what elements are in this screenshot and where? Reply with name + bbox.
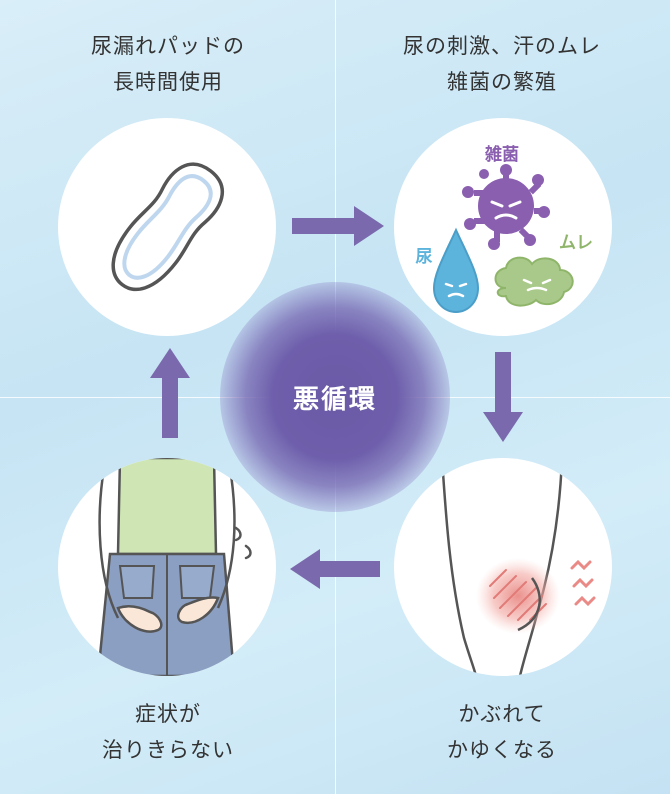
arrow-right-icon [292, 206, 384, 246]
step-bacteria-line-1: 尿の刺激、汗のムレ [403, 34, 601, 58]
cycle-center-glow [220, 282, 450, 512]
germ-label: 雑菌 [484, 144, 519, 165]
pad-icon [111, 162, 224, 292]
sweat-label: ムレ [559, 233, 593, 253]
step-rash-caption: かぶれて かゆくなる [352, 696, 652, 768]
cycle-center-label: 悪循環 [292, 384, 377, 415]
step-symptoms-caption: 症状が 治りきらない [18, 696, 318, 768]
arrow-down-icon [483, 352, 523, 442]
step-bacteria-line-2: 雑菌の繁殖 [447, 70, 557, 94]
rash-icon [440, 458, 596, 676]
step-rash-line-1: かぶれて [458, 702, 546, 726]
pad-circle [58, 118, 276, 336]
step-symptoms-line-2: 治りきらない [102, 738, 234, 762]
arrow-up-icon [150, 348, 190, 438]
itchy-person-icon [96, 458, 252, 676]
rash-circle [394, 458, 612, 676]
germ-icon [462, 164, 550, 250]
step-pad-caption: 尿漏れパッドの 長時間使用 [18, 28, 318, 100]
step-symptoms-line-1: 症状が [135, 702, 201, 726]
step-pad-line-1: 尿漏れパッドの [91, 34, 245, 58]
arrow-left-icon [290, 549, 380, 589]
bacteria-circle: 雑菌 尿 ムレ [394, 118, 612, 336]
step-pad-line-2: 長時間使用 [113, 70, 223, 94]
symptoms-circle [58, 458, 276, 676]
sweat-cloud-icon [494, 256, 574, 307]
step-rash-line-2: かゆくなる [447, 738, 557, 762]
urine-drop-icon [432, 227, 480, 314]
urine-label: 尿 [416, 247, 433, 267]
step-bacteria-caption: 尿の刺激、汗のムレ 雑菌の繁殖 [352, 28, 652, 100]
